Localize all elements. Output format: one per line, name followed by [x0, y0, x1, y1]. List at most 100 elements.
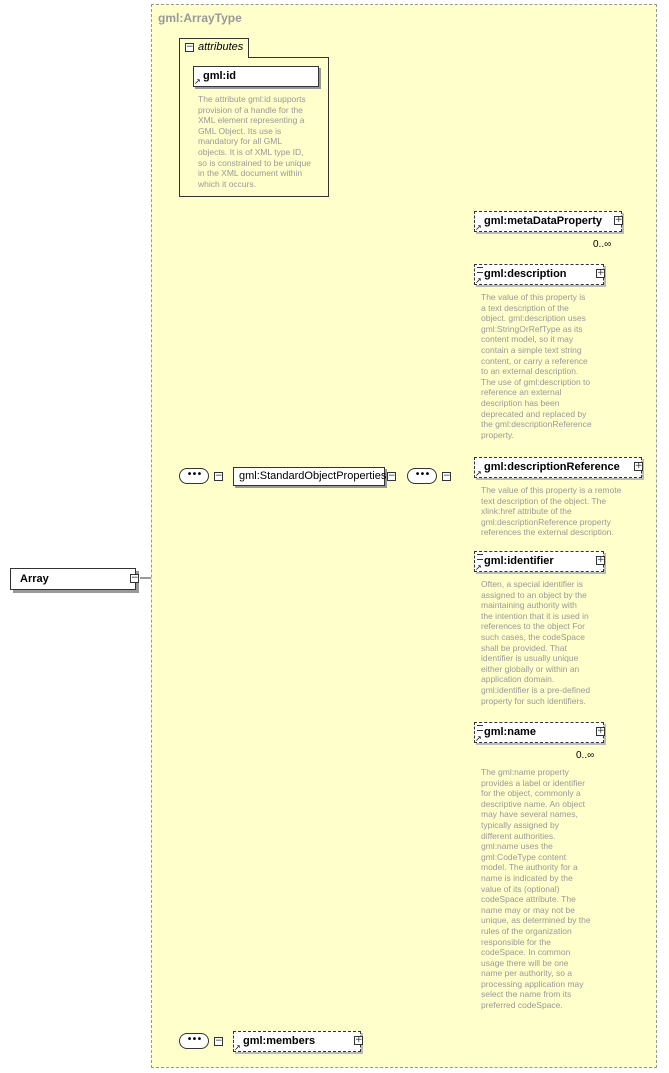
- doc-line: gml:StringOrRefType as its: [481, 323, 583, 334]
- doc-line: in the XML document within: [198, 168, 303, 179]
- doc-line: so is constrained to be unique: [198, 157, 311, 168]
- root-element-label: Array: [20, 573, 49, 585]
- doc-line: model. The authority for a: [481, 862, 578, 873]
- doc-line: maintaining authority with: [481, 600, 577, 611]
- simple-content-lines-icon: [477, 725, 483, 731]
- attribute-gml-id[interactable]: gml:id: [193, 66, 319, 87]
- attributes-panel: [179, 57, 329, 197]
- attribute-gml-id-label: gml:id: [203, 70, 236, 82]
- element-description-reference[interactable]: gml:descriptionReference: [474, 457, 642, 478]
- doc-line: reference an external: [481, 387, 562, 398]
- root-element-array[interactable]: Array: [10, 568, 136, 590]
- doc-line: content, or carry a reference: [481, 355, 588, 366]
- doc-line: objects. It is of XML type ID,: [198, 146, 304, 157]
- doc-line: property for such identifiers.: [481, 695, 586, 706]
- doc-line: value of its (optional): [481, 883, 560, 894]
- doc-line: rules of the organization: [481, 925, 572, 936]
- plus-box-icon[interactable]: +: [596, 726, 605, 736]
- element-description-reference-doc: The value of this property is a remote t…: [481, 485, 621, 538]
- doc-line: Often, a special identifier is: [481, 579, 584, 589]
- doc-line: shall be provided. That: [481, 642, 567, 653]
- element-name-doc: The gml:name property provides a label o…: [481, 767, 591, 1011]
- plus-box-icon[interactable]: +: [614, 215, 623, 225]
- occurrence-label: 0..∞: [593, 239, 612, 250]
- attributes-tab-label: attributes: [198, 41, 244, 53]
- element-description[interactable]: gml:description: [474, 264, 604, 285]
- reference-arrow-icon: ↗: [475, 223, 482, 232]
- doc-line: description has been: [481, 397, 560, 408]
- doc-line: gml:descriptionReference property: [481, 516, 611, 527]
- reference-arrow-icon: ↗: [475, 734, 482, 743]
- doc-line: content model, so it may: [481, 334, 574, 345]
- doc-line: for the object, commonly a: [481, 788, 581, 799]
- minus-box-icon[interactable]: −: [387, 471, 396, 481]
- element-description-label: gml:description: [484, 268, 567, 280]
- complex-type-title: gml:ArrayType: [158, 11, 242, 25]
- plus-box-icon[interactable]: +: [634, 461, 643, 471]
- doc-line: The value of this property is: [481, 292, 586, 302]
- doc-line: unique, as determined by the: [481, 915, 591, 926]
- element-identifier-doc: Often, a special identifier is assigned …: [481, 579, 590, 706]
- minus-box-icon[interactable]: −: [185, 42, 194, 52]
- group-label: gml:StandardObjectProperties: [239, 470, 387, 482]
- element-metadata-property[interactable]: gml:metaDataProperty: [474, 211, 622, 232]
- sequence-compositor-icon[interactable]: •••: [179, 468, 209, 484]
- doc-line: different authorities.: [481, 830, 556, 841]
- attributes-tab[interactable]: [179, 38, 249, 58]
- doc-line: typically assigned by: [481, 819, 559, 830]
- reference-arrow-icon: ↗: [234, 1043, 241, 1052]
- doc-line: the gml:descriptionReference: [481, 419, 592, 430]
- doc-line: name may or may not be: [481, 904, 576, 915]
- doc-line: gml:identifier is a pre-defined: [481, 684, 591, 695]
- plus-box-icon[interactable]: +: [596, 268, 605, 278]
- doc-line: identifier is usually unique: [481, 653, 579, 664]
- doc-line: either globally or within an: [481, 663, 580, 674]
- doc-line: property.: [481, 429, 514, 440]
- plus-box-icon[interactable]: +: [596, 555, 605, 565]
- element-identifier-label: gml:identifier: [484, 555, 554, 567]
- sequence-compositor-icon[interactable]: •••: [179, 1033, 209, 1049]
- element-description-reference-label: gml:descriptionReference: [484, 461, 620, 473]
- reference-arrow-icon: ↗: [475, 276, 482, 285]
- doc-line: usage there will be one: [481, 957, 569, 968]
- doc-line: provides a label or identifier: [481, 777, 585, 788]
- doc-line: a text description of the: [481, 302, 569, 313]
- minus-box-icon[interactable]: −: [442, 471, 451, 481]
- doc-line: deprecated and replaced by: [481, 408, 587, 419]
- doc-line: select the name from its: [481, 989, 572, 1000]
- minus-box-icon[interactable]: −: [214, 471, 223, 481]
- doc-line: responsible for the: [481, 936, 551, 947]
- simple-content-lines-icon: [477, 267, 483, 273]
- doc-line: the intention that it is used in: [481, 610, 589, 621]
- element-description-doc: The value of this property is a text des…: [481, 292, 592, 440]
- doc-line: text description of the object. The: [481, 495, 607, 506]
- occurrence-label: 0..∞: [576, 750, 595, 761]
- sequence-compositor-icon[interactable]: •••: [407, 468, 437, 484]
- doc-line: preferred codeSpace.: [481, 1000, 563, 1011]
- reference-arrow-icon: ↗: [194, 77, 201, 86]
- doc-line: The value of this property is a remote: [481, 485, 622, 495]
- doc-line: may have several names,: [481, 809, 578, 820]
- doc-line: such cases, the codeSpace: [481, 631, 585, 642]
- minus-box-icon[interactable]: −: [130, 573, 139, 583]
- plus-box-icon[interactable]: +: [354, 1035, 363, 1045]
- complex-type-container: [151, 4, 657, 1068]
- doc-line: gml:CodeType content: [481, 851, 567, 862]
- reference-arrow-icon: ↗: [475, 469, 482, 478]
- element-identifier[interactable]: gml:identifier: [474, 551, 604, 572]
- doc-line: The attribute gml:id supports: [198, 94, 306, 104]
- doc-line: references the external description.: [481, 527, 614, 538]
- doc-line: xlink:href attribute of the: [481, 506, 572, 517]
- doc-line: which it occurs.: [198, 178, 257, 189]
- group-standard-object-properties[interactable]: gml:StandardObjectProperties: [233, 467, 387, 486]
- doc-line: The gml:name property: [481, 767, 569, 777]
- doc-line: XML element representing a: [198, 115, 305, 126]
- doc-line: application domain.: [481, 674, 555, 685]
- element-members-label: gml:members: [243, 1035, 316, 1047]
- doc-line: descriptive name. An object: [481, 798, 585, 809]
- minus-box-icon[interactable]: −: [214, 1036, 223, 1046]
- element-name[interactable]: gml:name: [474, 722, 604, 743]
- element-members[interactable]: gml:members: [233, 1031, 361, 1052]
- doc-line: assigned to an object by the: [481, 589, 587, 600]
- doc-line: name is indicated by the: [481, 872, 573, 883]
